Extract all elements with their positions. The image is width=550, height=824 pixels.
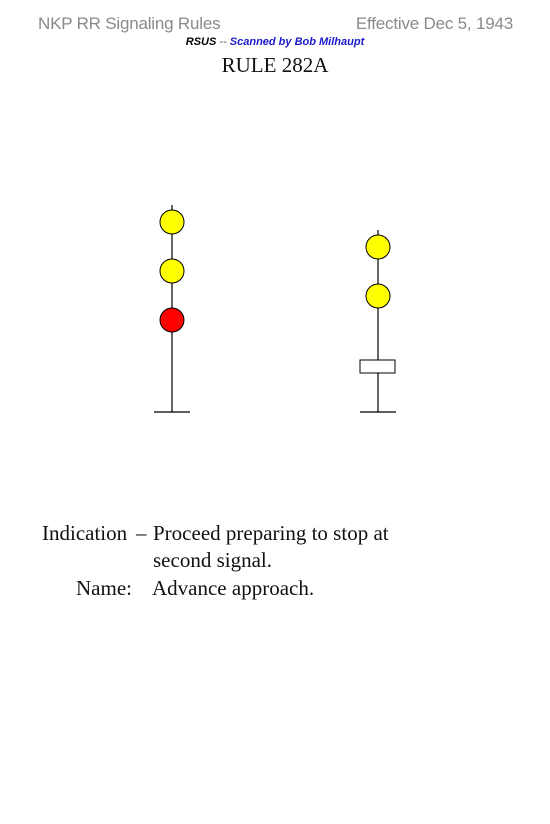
credit-separator: -- bbox=[216, 36, 230, 48]
effective-date: Effective Dec 5, 1943 bbox=[355, 14, 513, 33]
right-top-light bbox=[365, 234, 391, 260]
scan-credit: RSUS -- Scanned by Bob Milhaupt bbox=[0, 36, 550, 48]
name-value: Advance approach. bbox=[152, 576, 315, 600]
right-marker-plate bbox=[359, 359, 396, 374]
left-bottom-light bbox=[159, 307, 185, 333]
credit-scanned-by: Scanned by Bob Milhaupt bbox=[229, 36, 365, 48]
indication-text-line1: Proceed preparing to stop at bbox=[153, 521, 389, 545]
indication-dash: – bbox=[136, 521, 147, 545]
right-middle-light bbox=[365, 283, 391, 309]
left-signal bbox=[154, 205, 190, 413]
document-header-title: NKP RR Signaling Rules bbox=[38, 14, 221, 33]
indication-label: Indication bbox=[42, 521, 128, 545]
indication-text-line2: second signal. bbox=[153, 548, 272, 572]
left-top-light bbox=[159, 209, 185, 235]
rule-title: RULE 282A bbox=[221, 53, 329, 77]
credit-site: RSUS bbox=[185, 36, 217, 48]
left-middle-light bbox=[159, 258, 185, 284]
right-signal bbox=[359, 230, 396, 413]
name-label: Name: bbox=[76, 576, 132, 600]
